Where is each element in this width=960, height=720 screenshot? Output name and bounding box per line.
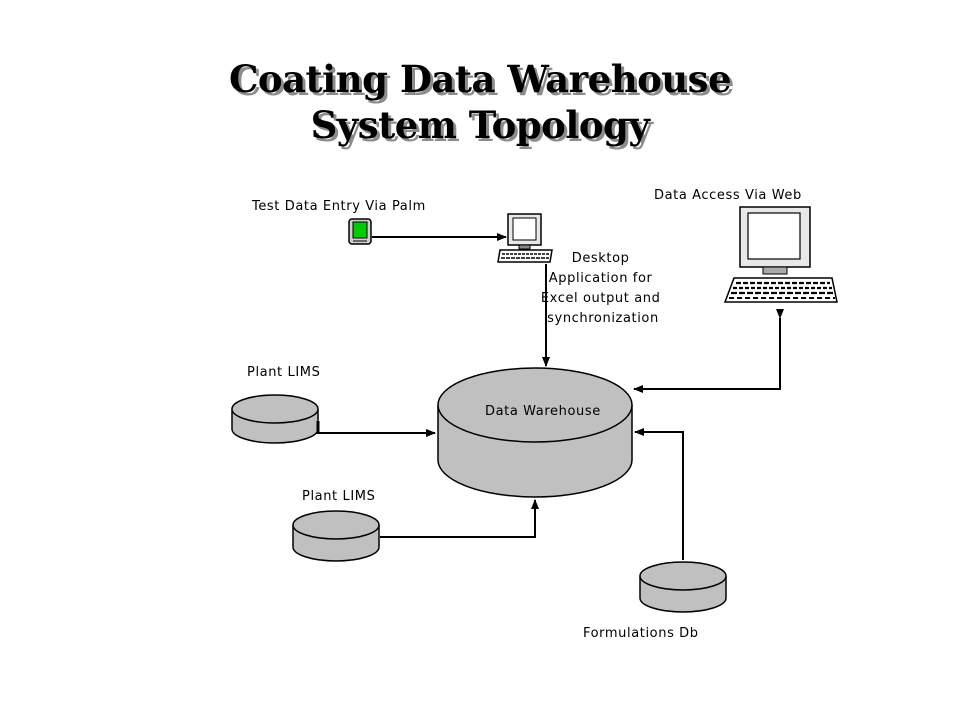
plant-lims-1-cylinder [231, 394, 319, 444]
pda-icon [348, 218, 372, 245]
web-terminal-icon [723, 206, 838, 303]
desktop-label-line-4: synchronization [547, 311, 659, 326]
desktop-label-line-1: Desktop [572, 251, 630, 266]
plant-lims-1-label: Plant LIMS [247, 365, 320, 380]
formulations-cylinder [639, 561, 727, 613]
palm-label: Test Data Entry Via Palm [251, 199, 426, 214]
web-label: Data Access Via Web [654, 188, 802, 203]
arrow-warehouse-web [633, 309, 784, 393]
plant-lims-2-label: Plant LIMS [302, 489, 375, 504]
plant-lims-2-cylinder [292, 510, 380, 562]
desktop-label-line-3: Excel output and [541, 291, 661, 306]
diagram-title: Coating Data Warehouse System Topology [0, 56, 960, 148]
title-line-1: Coating Data Warehouse [228, 57, 732, 101]
title-line-2: System Topology [310, 103, 650, 147]
warehouse-label: Data Warehouse [485, 404, 601, 419]
arrow-lims2-to-warehouse [380, 499, 539, 538]
desktop-label: Desktop Application for Excel output and… [541, 251, 665, 326]
desktop-label-line-2: Application for [549, 271, 653, 286]
arrow-formulations-to-warehouse [634, 428, 684, 560]
warehouse-cylinder [437, 367, 633, 498]
desktop-computer-icon [497, 213, 553, 263]
formulations-label: Formulations Db [583, 626, 699, 641]
